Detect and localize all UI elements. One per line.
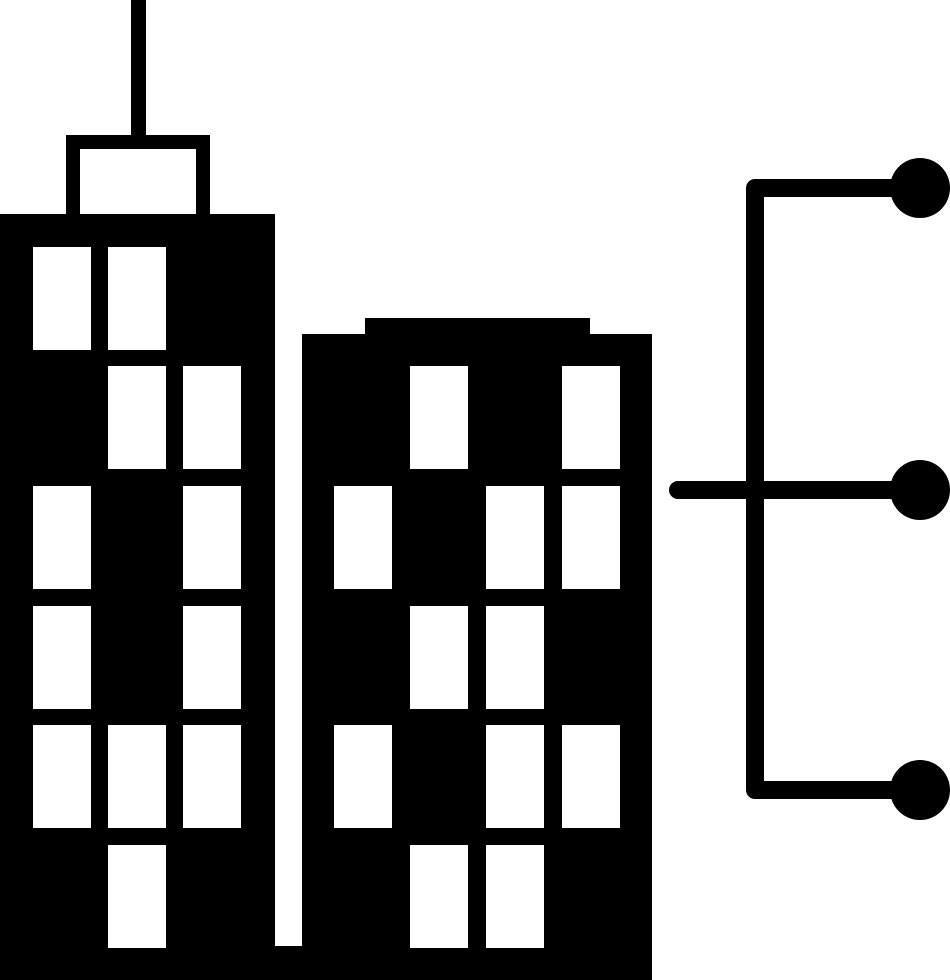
window [410,845,468,948]
window [562,366,620,469]
window [562,725,620,828]
window [410,606,468,709]
left-building-windows [33,247,241,948]
window [33,606,91,709]
window [183,486,241,589]
window [108,366,166,469]
right-building [302,318,652,980]
connector-bracket [746,179,929,799]
window [33,486,91,589]
window [108,247,166,350]
node-top [890,158,950,218]
window [334,725,392,828]
window [486,606,544,709]
window [33,247,91,350]
window [410,366,468,469]
window [108,845,166,948]
window [33,725,91,828]
window [334,486,392,589]
window [486,725,544,828]
branch-connector [669,179,929,799]
right-building-windows [334,366,620,948]
window [183,725,241,828]
connector-nodes [890,158,950,820]
left-building [0,0,275,980]
node-middle [890,460,950,520]
window [486,845,544,948]
window [183,606,241,709]
window [562,486,620,589]
node-bottom [890,760,950,820]
antenna [131,0,146,140]
ground-strip [270,946,310,980]
window [183,366,241,469]
window [108,725,166,828]
window [486,486,544,589]
